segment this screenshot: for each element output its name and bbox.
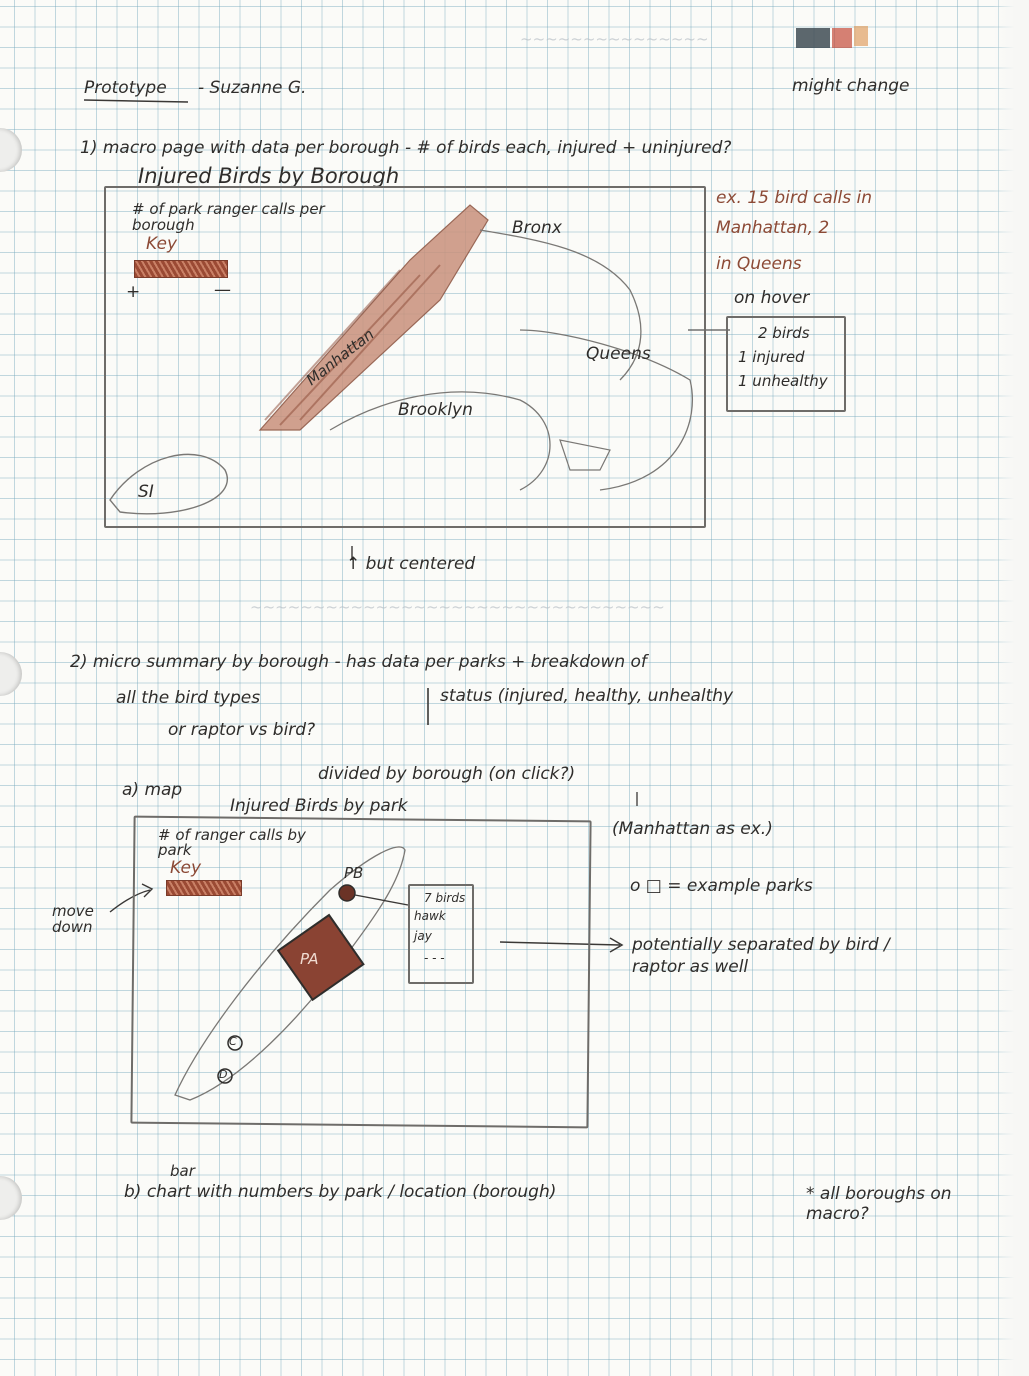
micro-key-gradient [166,880,242,896]
borough-label-staten-island: SI [138,482,154,502]
hover-tooltip: 2 birds 1 injured 1 unhealthy [726,316,846,412]
borough-label-queens: Queens [586,344,651,364]
micro-key-caption: # of ranger calls by park [158,826,306,859]
macro-key-caption: # of park ranger calls per borough [132,200,325,234]
park-popup-line: - - - [424,951,445,965]
section2-heading: 2) micro summary by borough - has data p… [70,652,647,672]
color-swatch [832,28,852,48]
macro-key-gradient [134,260,228,278]
borough-label-bronx: Bronx [512,218,562,238]
binder-hole [0,1176,22,1220]
subsection-a-label: a) map [122,780,183,800]
section2-heading-line2b: status (injured, healthy, unhealthy [440,686,734,706]
park-popup-line: hawk [414,909,446,923]
macro-map-title: Injured Birds by Borough [138,164,400,188]
park-popup-line: jay [414,929,432,943]
side-note-line: in Queens [716,254,802,274]
move-down-note: move down [52,902,94,936]
color-swatch [854,26,868,46]
centered-note: ↑ but centered [346,554,476,574]
hover-tooltip-line: 1 unhealthy [738,372,828,390]
page-edge [993,0,1029,1376]
micro-key-label: Key [170,858,202,878]
macro-map-frame [104,186,706,528]
section2-heading-line3: or raptor vs bird? [168,720,316,740]
subsection-a-note: divided by borough (on click?) [318,764,576,784]
author-name: - Suzanne G. [198,78,307,98]
hover-tooltip-line: 1 injured [738,348,805,366]
hover-tooltip-line: 2 birds [758,324,810,342]
macro-key-label: Key [146,234,178,254]
park-label-c: C [229,1035,237,1048]
separated-note: potentially separated by bird / raptor a… [632,935,890,978]
subsection-b-note: * all boroughs on macro? [806,1184,952,1225]
manhattan-example-note: (Manhattan as ex.) [612,819,773,839]
park-label-pb: PB [344,864,364,882]
top-note: might change [792,76,910,96]
page-title: Prototype [84,78,167,98]
key-minus: — [214,280,231,300]
subsection-b-label: b) chart with numbers by park / location… [124,1182,557,1202]
binder-hole [0,652,22,696]
section1-heading: 1) macro page with data per borough - # … [80,138,732,158]
park-label-pa: PA [300,950,319,968]
park-popup-line: 7 birds [424,891,466,905]
section2-heading-line2a: all the bird types [116,688,261,708]
show-through-text: ~~~~~~~~~~~~~~~ [520,30,709,48]
binder-hole [0,128,22,172]
park-popup: 7 birds hawk jay - - - [408,884,474,984]
park-label-d: D [219,1068,228,1081]
micro-map-title: Injured Birds by park [230,796,408,816]
key-plus: + [126,282,141,302]
side-note-line: ex. 15 bird calls in [716,188,873,208]
show-through-text: ~~~~~~~~~~~~~~~~~~~~~~~~~~~~~~~~~ [250,598,665,616]
side-note-line: Manhattan, 2 [716,218,830,238]
color-swatch [796,28,830,48]
hover-label: on hover [734,288,810,308]
example-parks-legend: o □ = example parks [630,876,813,896]
borough-label-brooklyn: Brooklyn [398,400,473,420]
bar-insert: bar [170,1162,195,1180]
